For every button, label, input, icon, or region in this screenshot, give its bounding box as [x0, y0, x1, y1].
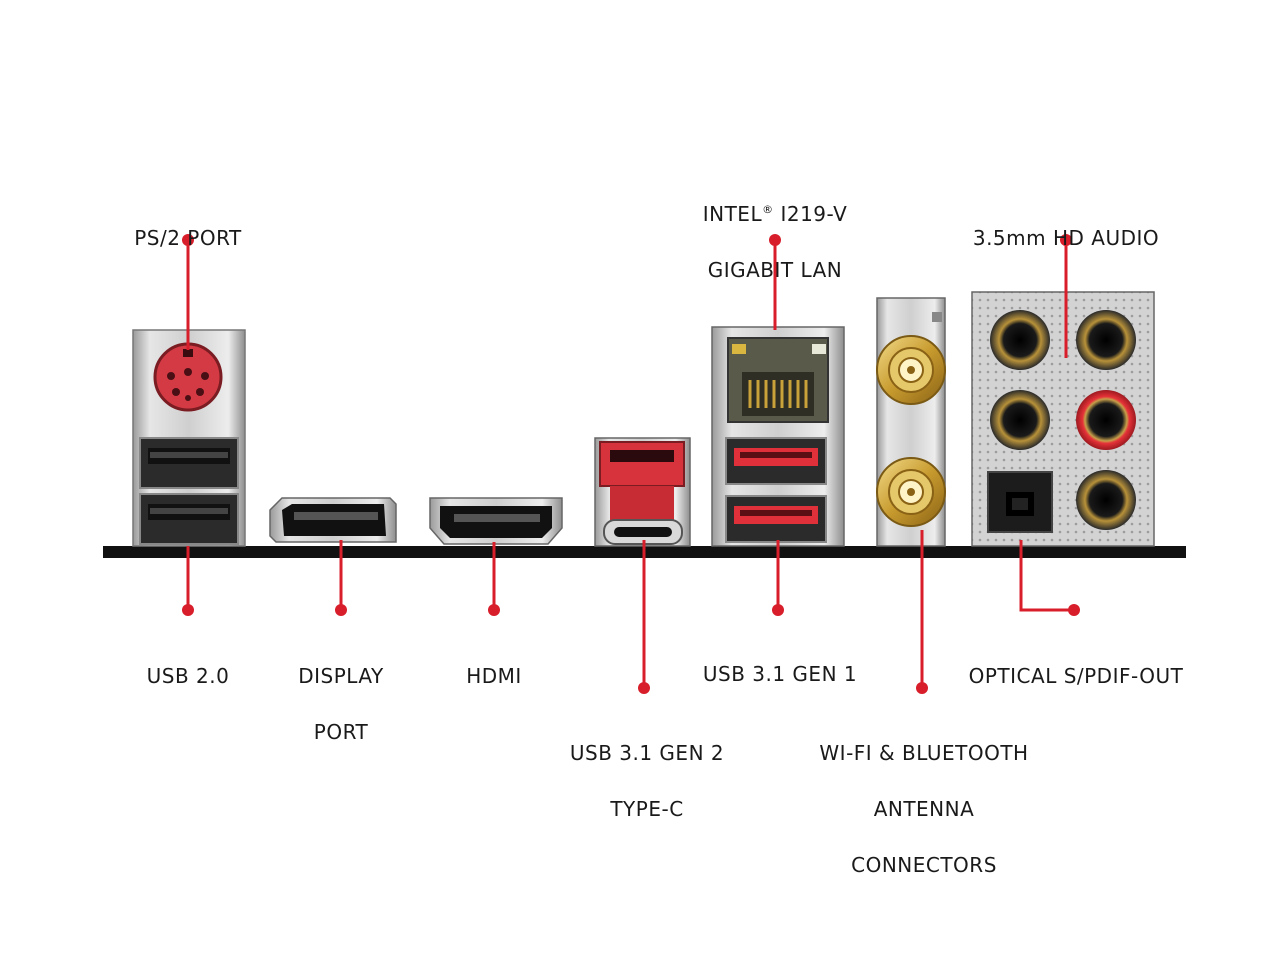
callout-lan	[769, 234, 781, 330]
audio-jack-5	[1076, 470, 1136, 530]
audio-panel	[971, 291, 1155, 547]
callout-usb20	[182, 546, 194, 616]
label-hd-audio: 3.5mm HD AUDIO	[972, 226, 1160, 250]
usb31-gen2-stack	[594, 437, 691, 547]
label-displayport: DISPLAY PORT	[298, 664, 384, 744]
label-usb31-gen2-typec: USB 3.1 GEN 2 TYPE-C	[569, 741, 725, 821]
callout-usb31-gen2	[638, 540, 650, 694]
usb20-port-top	[139, 437, 239, 489]
antenna-connector-bottom	[876, 457, 946, 527]
audio-jack-2	[1076, 310, 1136, 370]
callout-optical	[1019, 540, 1080, 616]
audio-jack-4	[1076, 390, 1136, 450]
usb31-gen1-port-bottom	[725, 495, 827, 543]
callout-displayport	[335, 540, 347, 616]
label-hdmi: HDMI	[466, 664, 522, 688]
label-usb20: USB 2.0	[146, 664, 230, 688]
label-optical-spdif: OPTICAL S/PDIF-OUT	[968, 664, 1184, 688]
label-ps2-port: PS/2 PORT	[134, 226, 242, 250]
callout-audio	[1060, 234, 1072, 358]
usb31-gen1-port-top	[725, 437, 827, 485]
optical-spdif-port	[987, 471, 1053, 533]
label-wifi-bluetooth: WI-FI & BLUETOOTH ANTENNA CONNECTORS	[819, 741, 1029, 877]
ps2-usb20-stack	[132, 329, 246, 547]
callout-ps2	[182, 234, 194, 350]
wifi-antenna-plate	[876, 297, 946, 547]
label-gigabit-lan: INTEL® I219-V GIGABIT LAN	[702, 202, 848, 282]
antenna-connector-top	[876, 335, 946, 405]
audio-jack-3	[990, 390, 1050, 450]
hdmi-connector	[429, 497, 563, 545]
callouts	[182, 234, 1080, 694]
label-usb31-gen1: USB 3.1 GEN 1	[702, 662, 858, 686]
audio-jack-1	[990, 310, 1050, 370]
lan-usb31-gen1-stack	[711, 326, 845, 547]
callout-usb31-gen1	[772, 540, 784, 616]
callout-wifi	[916, 530, 928, 694]
callout-hdmi	[488, 542, 500, 616]
displayport-connector	[269, 497, 397, 543]
usb20-port-bottom	[139, 493, 239, 545]
